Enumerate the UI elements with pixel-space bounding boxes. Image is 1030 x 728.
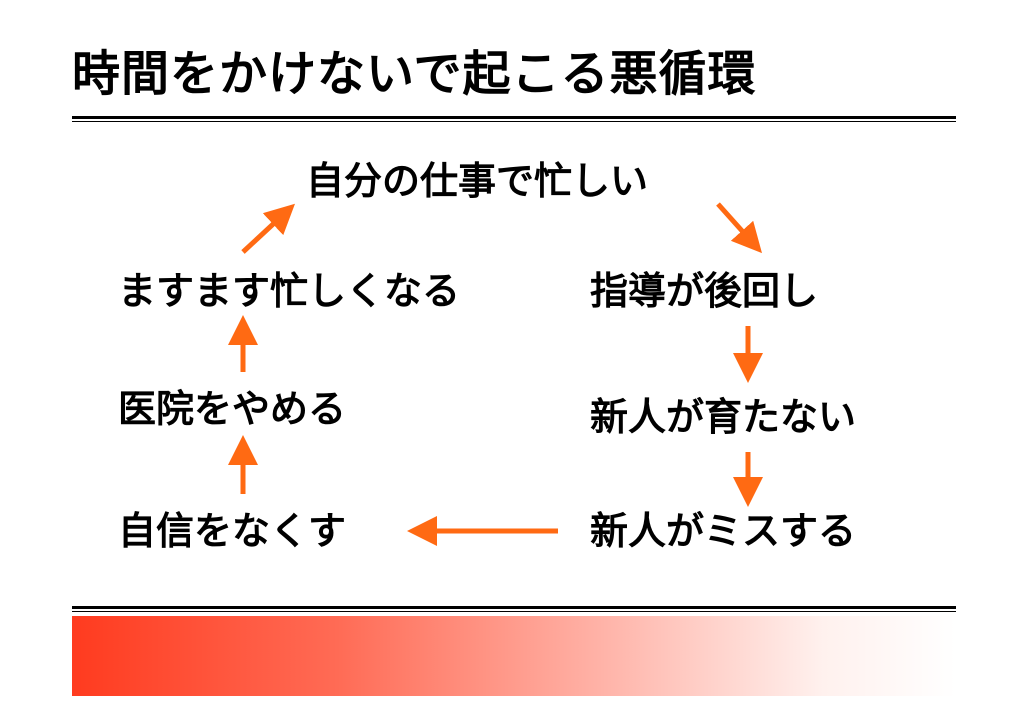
- cycle-node-busy-with-own-work: 自分の仕事で忙しい: [306, 159, 649, 203]
- cycle-node-guidance-postponed: 指導が後回し: [590, 269, 819, 313]
- arrow-top-to-right1: [716, 202, 763, 254]
- footer-divider: [72, 606, 956, 612]
- cycle-node-lose-confidence: 自信をなくす: [118, 509, 347, 553]
- title-divider: [72, 116, 956, 122]
- cycle-node-newcomer-makes-mistakes: 新人がミスする: [590, 509, 857, 553]
- arrow-left1-to-top: [241, 203, 296, 254]
- footer-gradient-band: [72, 616, 956, 696]
- cycle-node-even-busier: ますます忙しくなる: [118, 269, 461, 313]
- slide-title: 時間をかけないで起こる悪循環: [72, 46, 757, 102]
- cycle-node-newcomer-not-growing: 新人が育たない: [590, 395, 857, 439]
- cycle-node-quit-clinic: 医院をやめる: [118, 387, 347, 431]
